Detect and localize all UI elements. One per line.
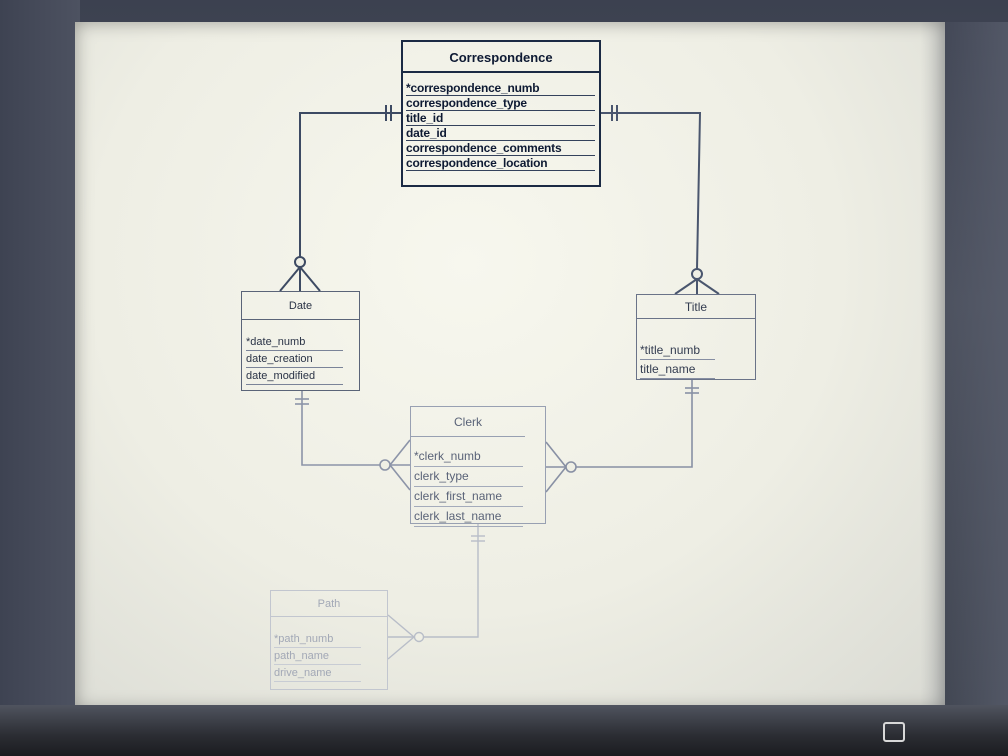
monitor-screen	[75, 22, 945, 710]
entity-attributes: *path_numb path_name drive_name	[271, 617, 387, 682]
entity-title: Clerk	[411, 407, 525, 437]
connector-line	[301, 391, 380, 466]
entity-attribute: date_modified	[246, 368, 343, 385]
entity-attribute: *path_numb	[274, 631, 361, 648]
entity-attributes: *clerk_numb clerk_type clerk_first_name …	[411, 437, 545, 527]
crow-foot	[696, 278, 720, 295]
entity-title: Date	[242, 292, 359, 320]
entity-title-table[interactable]: Title *title_numb title_name	[636, 294, 756, 380]
entity-attribute: title_name	[640, 360, 715, 379]
crow-foot	[545, 466, 567, 493]
entity-attributes: *date_numb date_creation date_modified	[242, 320, 359, 385]
entity-attribute: *title_numb	[640, 341, 715, 360]
entity-attributes: *title_numb title_name	[637, 319, 755, 379]
window-square-icon[interactable]	[883, 722, 905, 742]
zero-circle	[565, 461, 577, 473]
entity-attribute: correspondence_location	[406, 156, 595, 171]
entity-attribute: clerk_last_name	[414, 507, 523, 527]
entity-attribute: date_id	[406, 126, 595, 141]
crow-foot	[674, 278, 698, 295]
crow-foot	[299, 266, 321, 292]
zero-circle	[691, 268, 703, 280]
entity-attribute: *date_numb	[246, 334, 343, 351]
crow-foot	[389, 439, 411, 466]
screen-edge-shadow	[920, 22, 1008, 710]
entity-attribute: correspondence_type	[406, 96, 595, 111]
rel-correspondence-title	[601, 105, 720, 295]
entity-attribute: clerk_type	[414, 467, 523, 487]
connector-line	[576, 380, 693, 468]
entity-title: Title	[637, 295, 755, 319]
crow-foot	[389, 464, 411, 491]
entity-clerk[interactable]: Clerk *clerk_numb clerk_type clerk_first…	[410, 406, 546, 527]
entity-date[interactable]: Date *date_numb date_creation date_modif…	[241, 291, 360, 391]
entity-title: Path	[271, 591, 387, 617]
entity-attribute: title_id	[406, 111, 595, 126]
entity-attribute: path_name	[274, 648, 361, 665]
crow-foot	[279, 266, 301, 292]
entity-correspondence[interactable]: Correspondence *correspondence_numb corr…	[401, 40, 601, 187]
rel-date-clerk	[295, 391, 411, 491]
connector-line	[299, 112, 401, 268]
entity-attribute: *correspondence_numb	[406, 81, 595, 96]
entity-attribute: date_creation	[246, 351, 343, 368]
entity-attribute: clerk_first_name	[414, 487, 523, 507]
rel-correspondence-date	[279, 105, 401, 292]
zero-circle	[379, 459, 391, 471]
connector-line	[601, 112, 702, 270]
crow-foot	[387, 614, 415, 638]
connector-line	[424, 524, 479, 638]
entity-path[interactable]: Path *path_numb path_name drive_name	[270, 590, 388, 690]
entity-attribute: *clerk_numb	[414, 447, 523, 467]
rel-title-clerk	[545, 380, 699, 493]
entity-attribute: drive_name	[274, 665, 361, 682]
crow-foot	[545, 441, 567, 468]
entity-attributes: *correspondence_numb correspondence_type…	[403, 73, 599, 171]
rel-clerk-path	[387, 524, 485, 660]
zero-circle	[294, 256, 306, 268]
zero-circle	[413, 631, 425, 643]
entity-attribute: correspondence_comments	[406, 141, 595, 156]
monitor-bezel-bottom	[0, 705, 1008, 756]
monitor-bezel-left	[0, 0, 80, 756]
entity-title: Correspondence	[403, 42, 599, 73]
crow-foot	[387, 636, 415, 660]
